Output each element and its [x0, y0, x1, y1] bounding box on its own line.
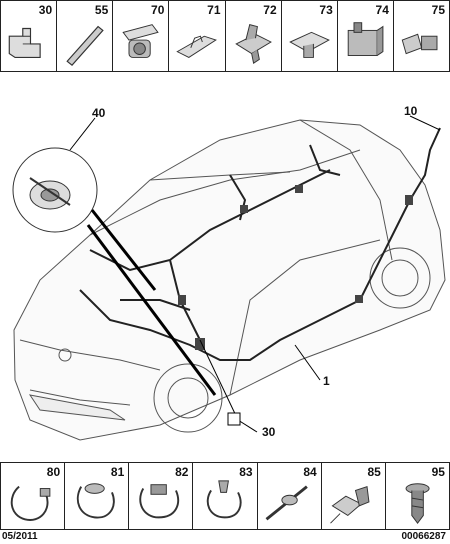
tie-mount-icon — [139, 484, 180, 519]
bracket-clip-icon — [8, 27, 41, 59]
screw-rivet-icon — [405, 483, 430, 524]
callout-30: 30 — [262, 425, 276, 439]
footer-date: 05/2011 — [2, 531, 38, 542]
footer-reference: 00066287 — [401, 531, 447, 542]
leader-lines — [69, 115, 441, 433]
part-number: 83 — [239, 465, 253, 479]
part-number: 71 — [207, 3, 221, 17]
part-number: 84 — [303, 465, 317, 479]
part-cell-85[interactable]: 85 — [320, 463, 385, 529]
push-clip-icon — [234, 24, 272, 65]
part-number: 55 — [94, 3, 109, 17]
cable-tie-icon — [10, 485, 51, 521]
part-number: 75 — [431, 3, 445, 17]
part-number: 73 — [319, 3, 333, 17]
part-number: 82 — [175, 465, 189, 479]
tie-clip-icon — [77, 483, 115, 519]
strap-tie-icon — [265, 485, 308, 521]
part-number: 70 — [151, 3, 165, 17]
connector-bracket-icon — [347, 22, 384, 56]
callout-40: 40 — [92, 106, 106, 120]
part-number: 85 — [367, 465, 381, 479]
part-number: 72 — [263, 3, 277, 17]
parts-strip-bottom: 80 81 82 83 84 85 — [0, 462, 450, 530]
callout-1: 1 — [323, 374, 330, 388]
detail-circle-40 — [12, 147, 98, 233]
part-cell-82[interactable]: 82 — [128, 463, 192, 529]
part-cell-95[interactable]: 95 — [384, 463, 449, 529]
vehicle-wiring-illustration — [12, 115, 446, 441]
part-cell-84[interactable]: 84 — [256, 463, 321, 529]
part-number: 95 — [431, 465, 445, 479]
detail-wedge — [86, 209, 217, 396]
edge-clip-icon — [329, 485, 370, 524]
part-number: 74 — [375, 3, 389, 17]
part-number: 30 — [38, 3, 53, 17]
part-cell-70[interactable]: 70 — [112, 1, 168, 71]
part-number: 80 — [46, 465, 61, 479]
front-wheel — [153, 363, 223, 433]
front-grille — [28, 348, 126, 421]
harness-clip-icon — [122, 24, 159, 58]
part-cell-30[interactable]: 30 — [1, 1, 56, 71]
part-cell-71[interactable]: 71 — [168, 1, 224, 71]
harness-connectors — [178, 185, 413, 350]
part-cell-80[interactable]: 80 — [1, 463, 64, 529]
tie-anchor-icon — [207, 480, 242, 519]
wiring-harness — [79, 127, 441, 361]
label-box-30 — [227, 412, 241, 426]
callout-10: 10 — [404, 104, 418, 118]
parts-strip-top: 30 55 70 71 72 73 — [0, 0, 450, 72]
part-cell-81[interactable]: 81 — [64, 463, 128, 529]
part-cell-83[interactable]: 83 — [192, 463, 256, 529]
tube-sleeve-icon — [66, 25, 104, 66]
part-cell-73[interactable]: 73 — [280, 1, 337, 71]
part-number: 81 — [110, 465, 125, 479]
part-cell-75[interactable]: 75 — [392, 1, 449, 71]
cable-channel-icon — [176, 35, 218, 58]
part-cell-55[interactable]: 55 — [56, 1, 112, 71]
part-cell-72[interactable]: 72 — [224, 1, 281, 71]
car-body — [13, 119, 446, 441]
mount-base-icon — [288, 31, 330, 58]
grommet-plug-icon — [401, 33, 438, 55]
part-cell-74[interactable]: 74 — [336, 1, 393, 71]
